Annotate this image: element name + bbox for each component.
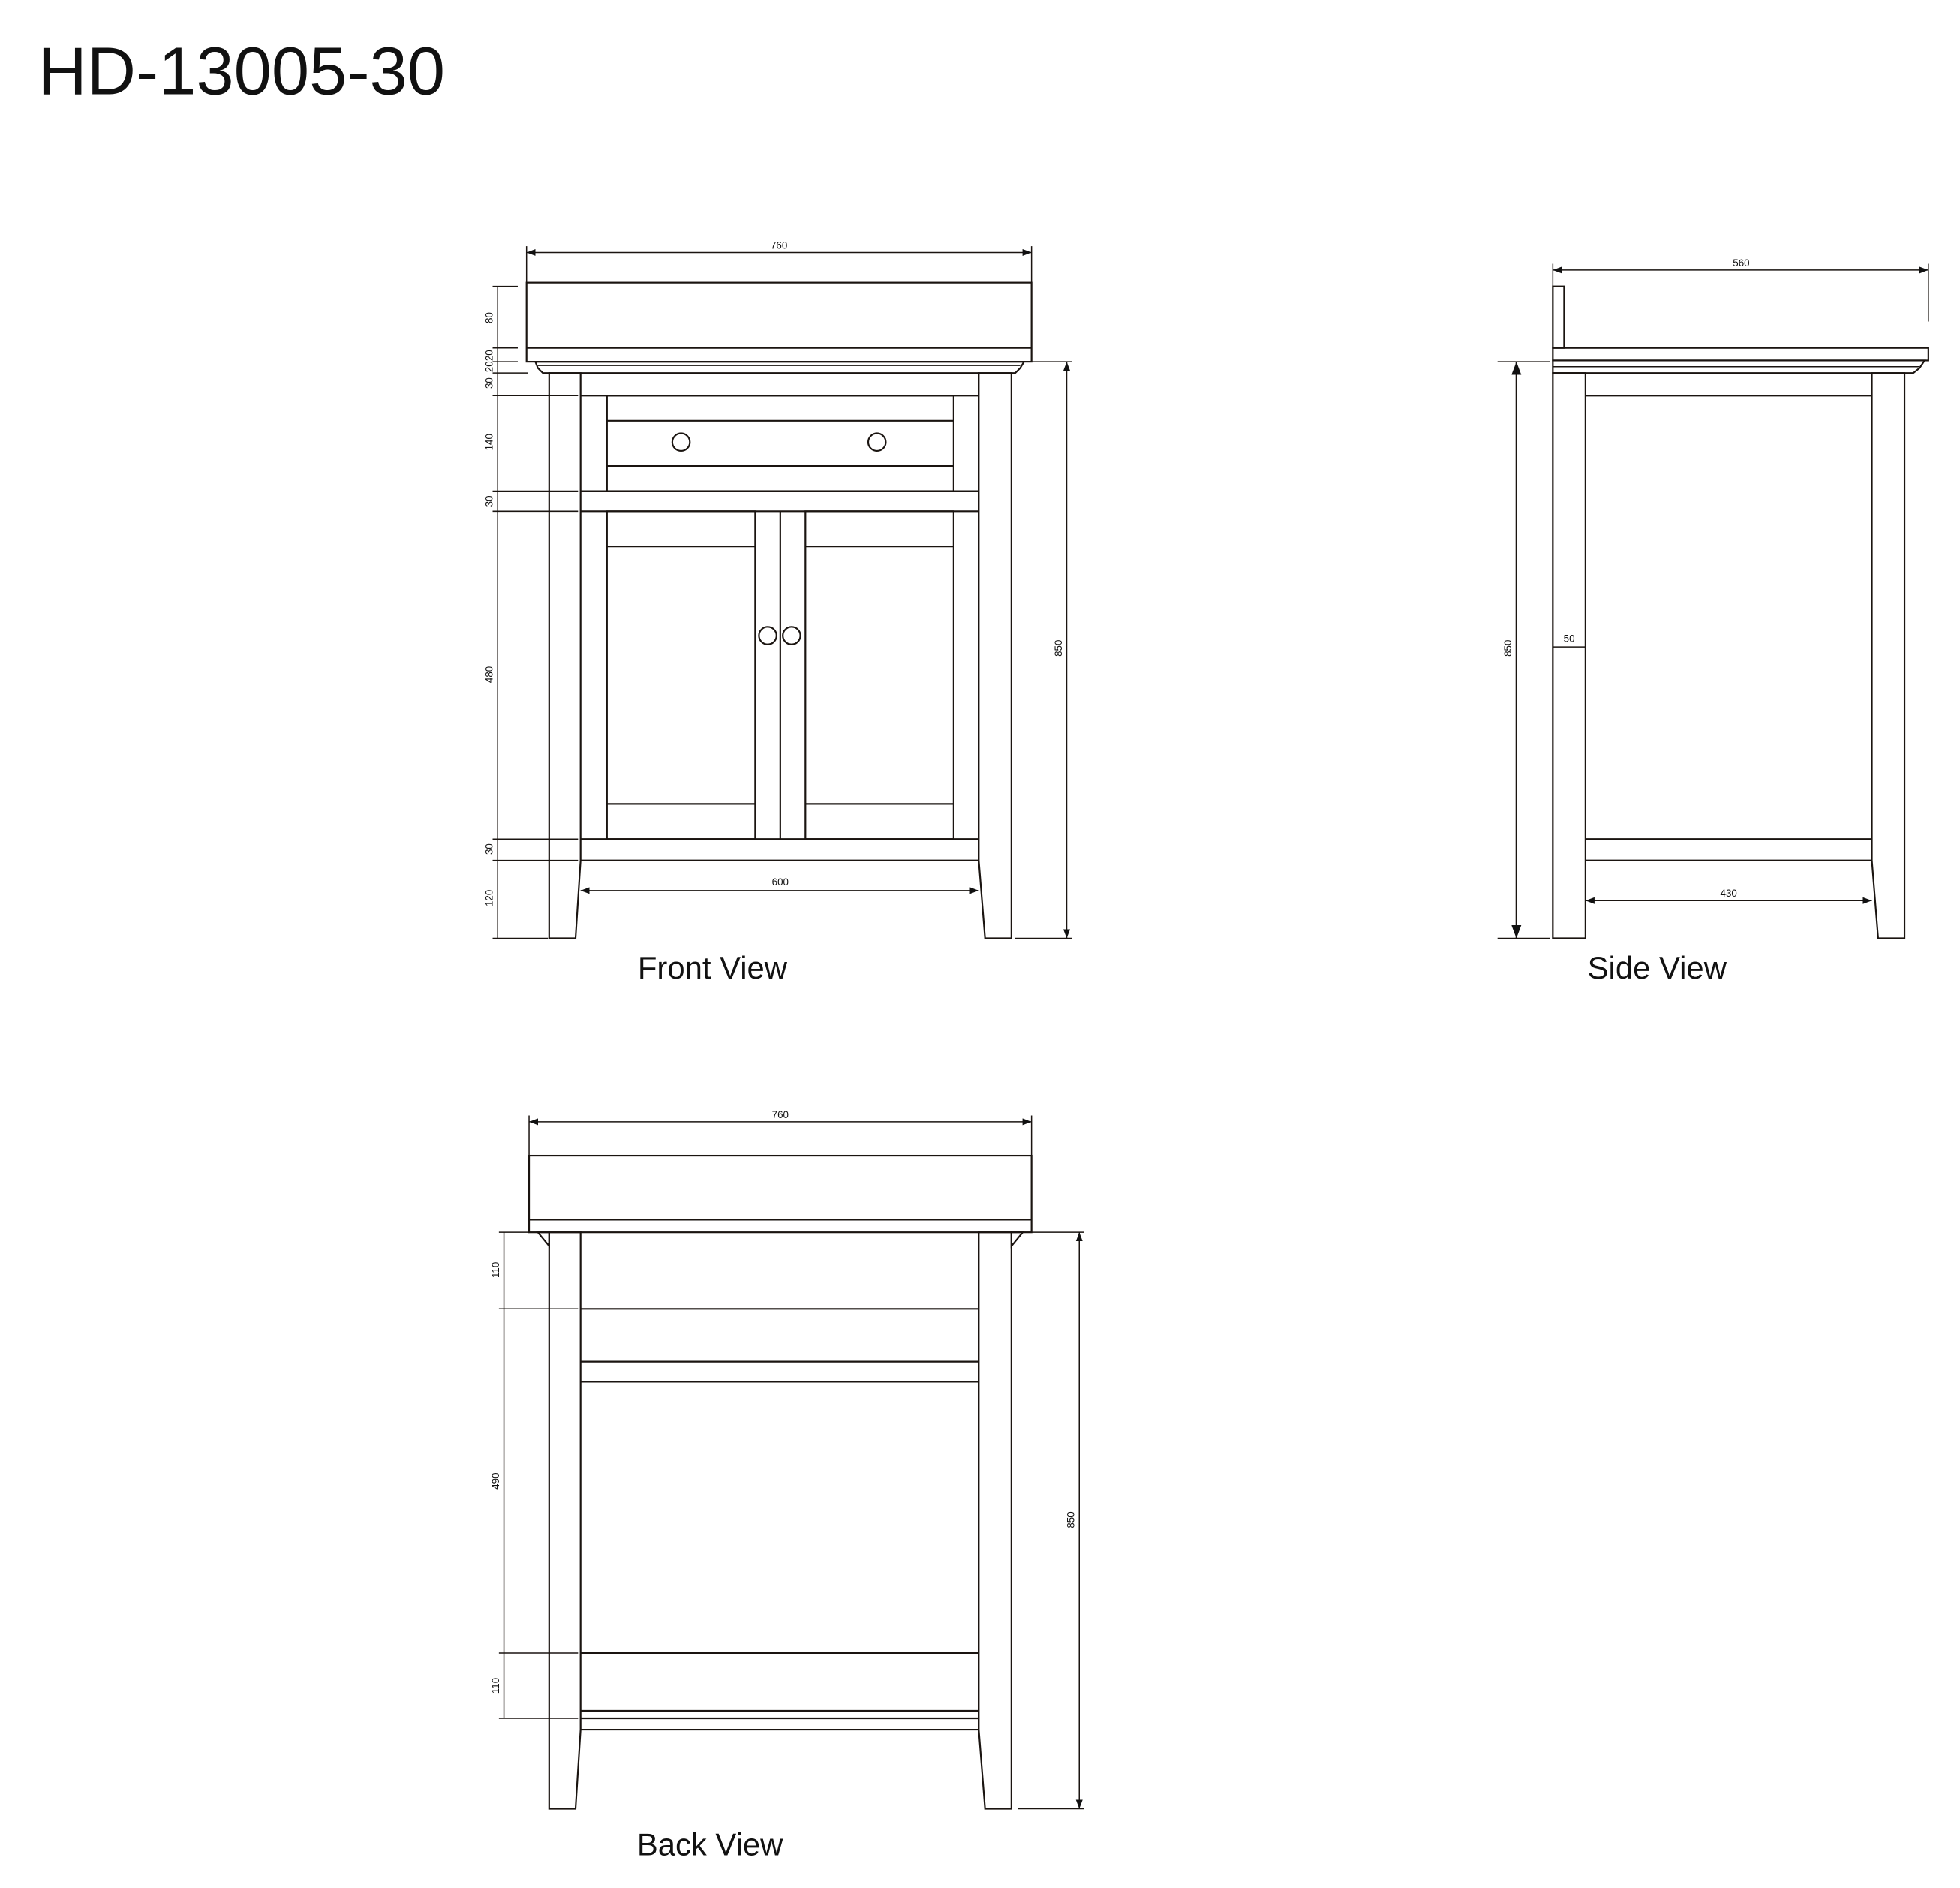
side-view-caption: Side View xyxy=(1588,950,1727,985)
dim-label: 30 xyxy=(483,495,495,507)
crown-molding xyxy=(1552,359,1926,374)
back-view-caption: Back View xyxy=(637,1826,783,1862)
height-label: 850 xyxy=(1066,1511,1077,1528)
dim-label: 490 xyxy=(490,1472,501,1489)
right-leg xyxy=(978,372,1012,939)
left-leg xyxy=(548,1231,582,1810)
right-leg xyxy=(1871,372,1906,939)
countertop xyxy=(528,1154,1033,1234)
left-dimension-chain: 80 20 20 30 140 30 480 30 120 xyxy=(483,285,579,939)
right-door xyxy=(804,510,954,840)
side-view: 560 430 850 50 Side View xyxy=(1497,257,1929,985)
dim-label: 20 xyxy=(483,350,495,361)
front-view: 760 600 850 xyxy=(483,239,1072,985)
inner-width-label: 600 xyxy=(772,876,789,888)
dim-label: 20 xyxy=(483,361,495,372)
crown-molding xyxy=(534,361,1026,374)
leg-width-label: 50 xyxy=(1564,633,1575,644)
width-label: 760 xyxy=(772,1109,789,1120)
dim-label: 30 xyxy=(483,377,495,389)
countertop xyxy=(525,281,1033,363)
left-door xyxy=(606,510,756,840)
drawer xyxy=(606,395,954,492)
width-label: 760 xyxy=(771,239,787,251)
height-label: 850 xyxy=(1053,640,1064,657)
left-leg xyxy=(1552,372,1586,939)
dim-label: 110 xyxy=(490,1678,501,1694)
height-label: 850 xyxy=(1502,640,1514,657)
door-knob xyxy=(758,626,777,645)
front-view-caption: Front View xyxy=(638,950,788,985)
door-knob xyxy=(782,626,801,645)
left-dimension-chain: 110 490 110 xyxy=(490,1231,579,1719)
left-leg xyxy=(548,372,582,939)
back-view: 760 850 110 490 110 Back View xyxy=(490,1109,1084,1862)
dim-label: 140 xyxy=(483,434,495,450)
dim-label: 480 xyxy=(483,666,495,683)
backsplash xyxy=(1552,285,1565,349)
dim-label: 120 xyxy=(483,890,495,906)
depth-label: 560 xyxy=(1733,257,1749,269)
dim-label: 30 xyxy=(483,843,495,855)
right-leg xyxy=(978,1231,1012,1810)
dim-label: 110 xyxy=(490,1262,501,1278)
countertop xyxy=(1552,347,1929,362)
dim-label: 80 xyxy=(483,312,495,323)
inner-depth-label: 430 xyxy=(1721,888,1737,899)
drawer-knob xyxy=(671,432,691,452)
drawer-knob xyxy=(867,432,887,452)
product-code-title: HD-13005-30 xyxy=(38,34,446,110)
